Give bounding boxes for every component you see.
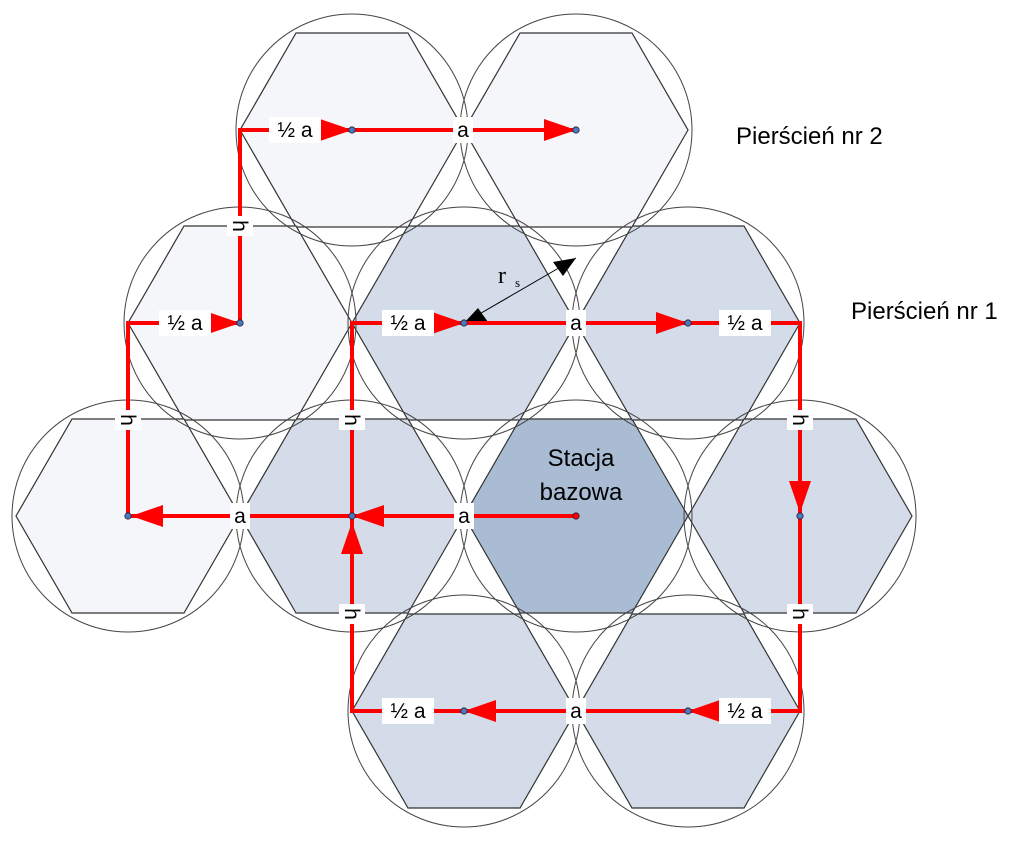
label-box (382, 698, 434, 724)
label-box (787, 604, 813, 624)
label-box (719, 310, 771, 336)
label-text: h (116, 414, 139, 426)
route-dot (460, 319, 468, 327)
route-arrowhead (131, 505, 163, 527)
label-box (227, 216, 253, 236)
route-dots (124, 126, 804, 715)
label-box (566, 698, 586, 724)
route-arrowhead (341, 522, 363, 554)
segment-label-a: a (566, 310, 586, 336)
label-text: ½ a (727, 700, 762, 723)
label-text: ½ a (390, 312, 425, 335)
route-arrowhead (789, 481, 811, 513)
radius-indicator (463, 257, 577, 324)
radius-subscript: s (515, 275, 520, 290)
route-arrowhead (320, 119, 352, 141)
route-arrowhead (688, 700, 720, 722)
segment-label-a: a (230, 503, 250, 529)
radius-arrow-start (464, 308, 488, 323)
route-arrowhead (544, 119, 576, 141)
segment-label-half_a: ½ a (719, 698, 771, 724)
segment-label-half_a: ½ a (719, 310, 771, 336)
segment-label-h: h (339, 604, 365, 624)
route-dot (572, 512, 580, 520)
route-arrowhead (464, 700, 496, 722)
label-text: a (457, 119, 469, 142)
label-box (787, 410, 813, 430)
label-box (269, 117, 321, 143)
label-box (453, 117, 473, 143)
route-arrowhead (432, 312, 464, 334)
ring-2-label: Pierścień nr 2 (736, 123, 883, 150)
label-text: a (458, 505, 470, 528)
segment-label-a: a (566, 698, 586, 724)
label-text: h (340, 608, 363, 620)
label-text: h (228, 220, 251, 232)
label-box (454, 503, 474, 529)
label-box (382, 310, 434, 336)
route-arrowheads (131, 119, 811, 722)
label-text: ½ a (167, 312, 202, 335)
label-box (719, 698, 771, 724)
route-dot (572, 126, 580, 134)
route-arrowhead (352, 505, 384, 527)
route-dot (796, 512, 804, 520)
label-box (339, 410, 365, 430)
label-box (566, 310, 586, 336)
route-arrowhead (656, 312, 688, 334)
segment-label-h: h (787, 410, 813, 430)
route-dot (236, 319, 244, 327)
label-text: h (340, 414, 363, 426)
label-box (339, 604, 365, 624)
label-text: ½ a (727, 312, 762, 335)
segment-label-a: a (453, 117, 473, 143)
label-box (115, 410, 141, 430)
radius-symbol: r (498, 263, 506, 289)
route-arrowhead (208, 312, 240, 334)
base-station-label: Stacja bazowa (540, 445, 623, 506)
label-text: a (570, 700, 582, 723)
label-text: a (570, 312, 582, 335)
segment-label-half_a: ½ a (382, 310, 434, 336)
segment-label-h: h (115, 410, 141, 430)
route-dot (460, 707, 468, 715)
segment-label-half_a: ½ a (269, 117, 321, 143)
segment-label-h: h (227, 216, 253, 236)
radius-label: r s (498, 263, 520, 290)
segment-label-h: h (787, 604, 813, 624)
segment-labels: ½ a a h ½ a ½ a a ½ a h h h a a h h ½ a a ½ a (115, 117, 813, 724)
ring-1-label: Pierścień nr 1 (851, 298, 998, 325)
route-dot (124, 512, 132, 520)
label-box (159, 310, 211, 336)
label-text: ½ a (390, 700, 425, 723)
radius-arrow-end (553, 258, 576, 276)
radius-line (463, 257, 577, 324)
label-text: ½ a (277, 119, 312, 142)
segment-label-half_a: ½ a (382, 698, 434, 724)
segment-label-a: a (454, 503, 474, 529)
label-text: h (788, 608, 811, 620)
label-box (230, 503, 250, 529)
route-dot (684, 707, 692, 715)
label-text: a (234, 505, 246, 528)
route-dot (348, 512, 356, 520)
base-station-line1: Stacja (548, 445, 615, 472)
segment-label-half_a: ½ a (159, 310, 211, 336)
base-station-line2: bazowa (540, 479, 623, 506)
route-dot (348, 126, 356, 134)
segment-label-h: h (339, 410, 365, 430)
route-dot (684, 319, 692, 327)
label-text: h (788, 414, 811, 426)
